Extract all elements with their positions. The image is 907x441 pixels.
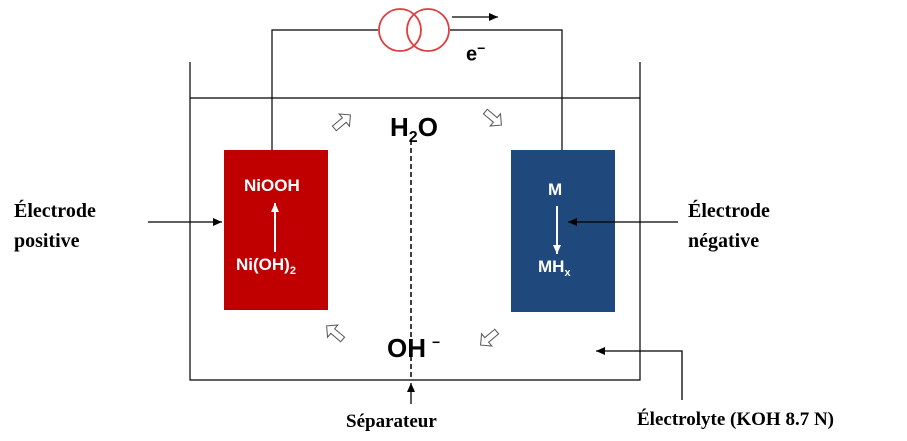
electrolyte-label: Électrolyte (KOH 8.7 N) xyxy=(637,409,834,430)
circulation-arrow-icon xyxy=(480,328,500,347)
negative-bottom-formula: MHx xyxy=(538,257,571,279)
current-source-icon xyxy=(378,8,450,52)
electron-label: e− xyxy=(466,40,486,66)
electron-charge: − xyxy=(477,40,486,56)
positive-bottom-formula: Ni(OH)2 xyxy=(236,255,296,277)
hydroxide-label: OH− xyxy=(387,333,441,363)
circulation-arrow-icon xyxy=(482,108,502,127)
hydroxide-charge: − xyxy=(432,334,441,350)
negative-electrode-block xyxy=(511,150,615,312)
negative-electrode-label: Électrode négative xyxy=(688,200,770,252)
electrolyte-label-arrow xyxy=(596,347,683,400)
circuit-wire xyxy=(271,29,563,152)
water-label: H2O xyxy=(390,112,438,146)
positive-top-formula: NiOOH xyxy=(244,176,300,195)
separator-label: Séparateur xyxy=(346,411,437,432)
negative-top-formula: M xyxy=(548,180,563,199)
circulation-arrow-icon xyxy=(331,113,351,132)
circulation-arrow-icon xyxy=(326,324,346,343)
positive-electrode-label: Électrode positive xyxy=(14,200,96,252)
container-walls xyxy=(189,62,641,381)
